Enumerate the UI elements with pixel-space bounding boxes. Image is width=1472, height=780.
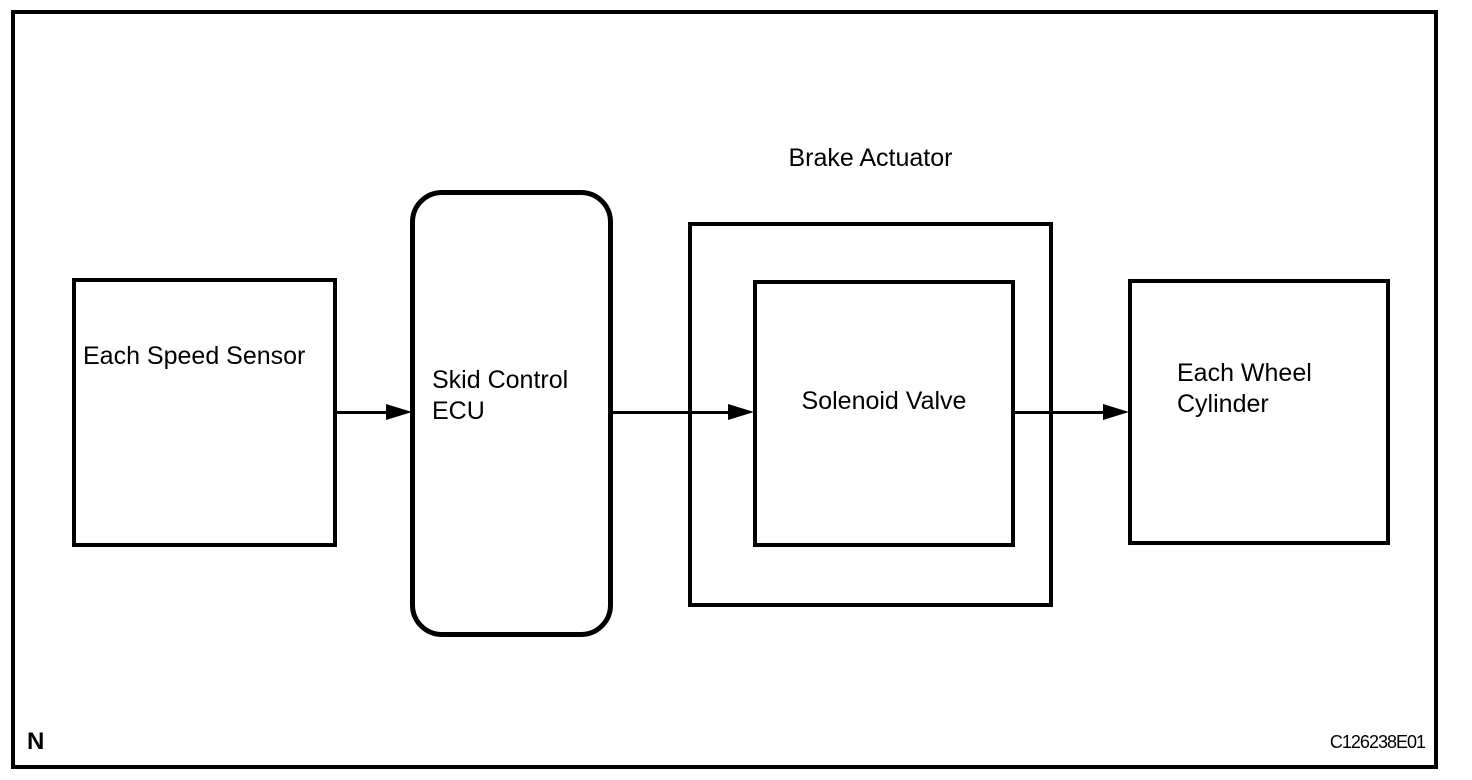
node-solenoid-valve: Solenoid Valve [753, 280, 1015, 547]
node-label-each-speed-sensor: Each Speed Sensor [83, 342, 306, 370]
arrowhead-icon [728, 404, 754, 420]
diagram-frame [11, 10, 1438, 769]
node-label-skid-control-ecu: Skid Control ECU [432, 366, 569, 425]
arrow-shaft [613, 411, 730, 414]
node-each-speed-sensor: Each Speed Sensor [72, 278, 337, 547]
arrow-shaft [337, 411, 388, 414]
node-label-solenoid-valve: Solenoid Valve [801, 387, 967, 415]
node-skid-control-ecu: Skid Control ECU [410, 190, 613, 637]
brake-actuator-label: Brake Actuator [788, 144, 953, 172]
node-each-wheel-cylinder: Each Wheel Cylinder [1128, 279, 1390, 545]
arrow-shaft [1015, 411, 1105, 414]
page-marker: N [27, 728, 45, 755]
arrowhead-icon [1103, 404, 1129, 420]
figure-code: C126238E01 [1329, 732, 1426, 752]
arrowhead-icon [386, 404, 412, 420]
node-label-each-wheel-cylinder: Each Wheel Cylinder [1177, 359, 1312, 418]
